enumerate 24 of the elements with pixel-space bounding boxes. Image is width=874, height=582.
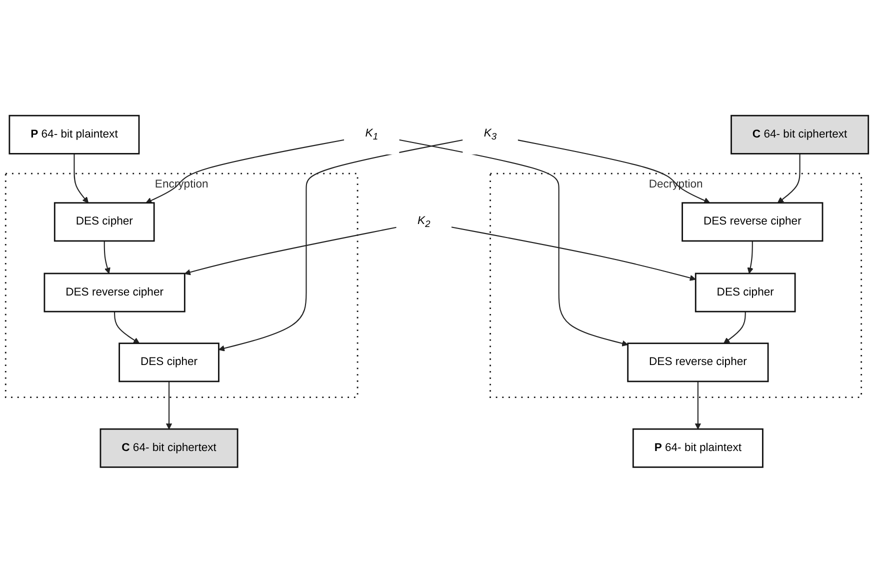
process-box: DES cipher (694, 272, 796, 312)
arrow (218, 139, 463, 352)
arrow (451, 226, 696, 281)
plaintext-box: P 64- bit plaintext (632, 428, 764, 468)
process-box: DES reverse cipher (627, 342, 769, 382)
process-box: DES cipher (118, 342, 220, 382)
ciphertext-box: C 64- bit ciphertext (730, 114, 870, 154)
arrow (399, 139, 628, 346)
arrow (694, 381, 702, 430)
arrow (104, 240, 110, 274)
arrow (184, 226, 396, 276)
arrow (518, 140, 710, 204)
process-box: DES reverse cipher (44, 272, 186, 312)
arrow (114, 312, 140, 344)
process-box: DES cipher (54, 202, 155, 242)
arrow (166, 381, 172, 430)
arrow (74, 154, 89, 204)
ciphertext-box: C 64- bit ciphertext (100, 428, 238, 468)
arrow (747, 240, 754, 274)
arrow (777, 154, 800, 204)
arrow (146, 139, 344, 204)
process-box: DES reverse cipher (682, 202, 824, 242)
plaintext-box: P 64- bit plaintext (8, 114, 140, 154)
arrow (724, 312, 746, 344)
